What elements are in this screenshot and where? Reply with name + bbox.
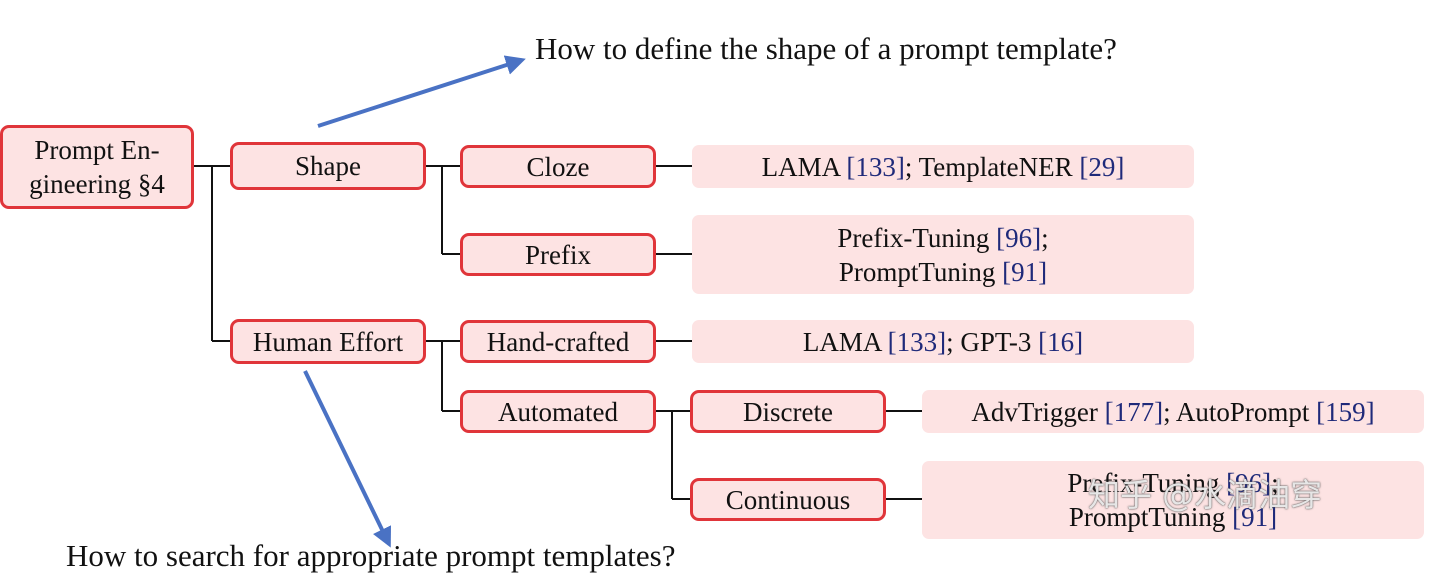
leaf-text: Prefix-Tuning bbox=[837, 222, 997, 253]
node-prefix: Prefix bbox=[460, 233, 656, 276]
arrow-to-shape-question bbox=[317, 55, 526, 128]
citation: [96] bbox=[1226, 468, 1272, 498]
citation: [177] bbox=[1104, 396, 1164, 427]
node-human-effort: Human Effort bbox=[230, 319, 426, 364]
leaf-text: LAMA bbox=[802, 326, 888, 357]
leaf-text: LAMA bbox=[761, 151, 847, 182]
leaf-text: ; AutoPrompt bbox=[1163, 396, 1317, 427]
leaf-hand-crafted: LAMA [133]; GPT-3 [16] bbox=[692, 320, 1194, 363]
citation: [133] bbox=[846, 151, 905, 182]
citation: [96] bbox=[996, 222, 1042, 253]
watermark: 知乎 @水滴油穿 bbox=[1088, 476, 1323, 514]
arrow-to-effort-question bbox=[303, 370, 392, 548]
root-label-line2: gineering §4 bbox=[29, 169, 165, 199]
node-cloze: Cloze bbox=[460, 145, 656, 188]
leaf-text: AdvTrigger bbox=[971, 396, 1105, 427]
effort-question: How to search for appropriate prompt tem… bbox=[66, 538, 676, 573]
leaf-text: Prefix-Tuning bbox=[1067, 468, 1227, 498]
leaf-text: PromptTuning bbox=[1068, 502, 1233, 532]
node-hand-crafted: Hand-crafted bbox=[460, 320, 656, 363]
citation: [29] bbox=[1079, 151, 1125, 182]
leaf-discrete: AdvTrigger [177]; AutoPrompt [159] bbox=[922, 390, 1424, 433]
shape-question: How to define the shape of a prompt temp… bbox=[535, 31, 1117, 66]
tree-connectors bbox=[193, 55, 922, 548]
citation: [159] bbox=[1316, 396, 1375, 427]
root-label-line1: Prompt En- bbox=[34, 135, 160, 165]
citation: [91] bbox=[1002, 256, 1048, 287]
citation: [91] bbox=[1232, 502, 1278, 532]
leaf-text: ; bbox=[1041, 222, 1049, 253]
node-discrete: Discrete bbox=[690, 390, 886, 433]
leaf-text: ; GPT-3 bbox=[946, 326, 1039, 357]
leaf-prefix: Prefix-Tuning [96]; PromptTuning [91] bbox=[692, 215, 1194, 294]
leaf-continuous: Prefix-Tuning [96]; PromptTuning [91] bbox=[922, 461, 1424, 539]
leaf-text: ; bbox=[1271, 468, 1279, 498]
node-shape: Shape bbox=[230, 142, 426, 190]
citation: [133] bbox=[887, 326, 947, 357]
leaf-text: PromptTuning bbox=[838, 256, 1003, 287]
node-automated: Automated bbox=[460, 390, 656, 433]
leaf-cloze: LAMA [133]; TemplateNER [29] bbox=[692, 145, 1194, 188]
node-continuous: Continuous bbox=[690, 478, 886, 521]
node-prompt-engineering: Prompt En- gineering §4 bbox=[0, 125, 194, 209]
citation: [16] bbox=[1038, 326, 1084, 357]
leaf-text: ; TemplateNER bbox=[904, 151, 1080, 182]
